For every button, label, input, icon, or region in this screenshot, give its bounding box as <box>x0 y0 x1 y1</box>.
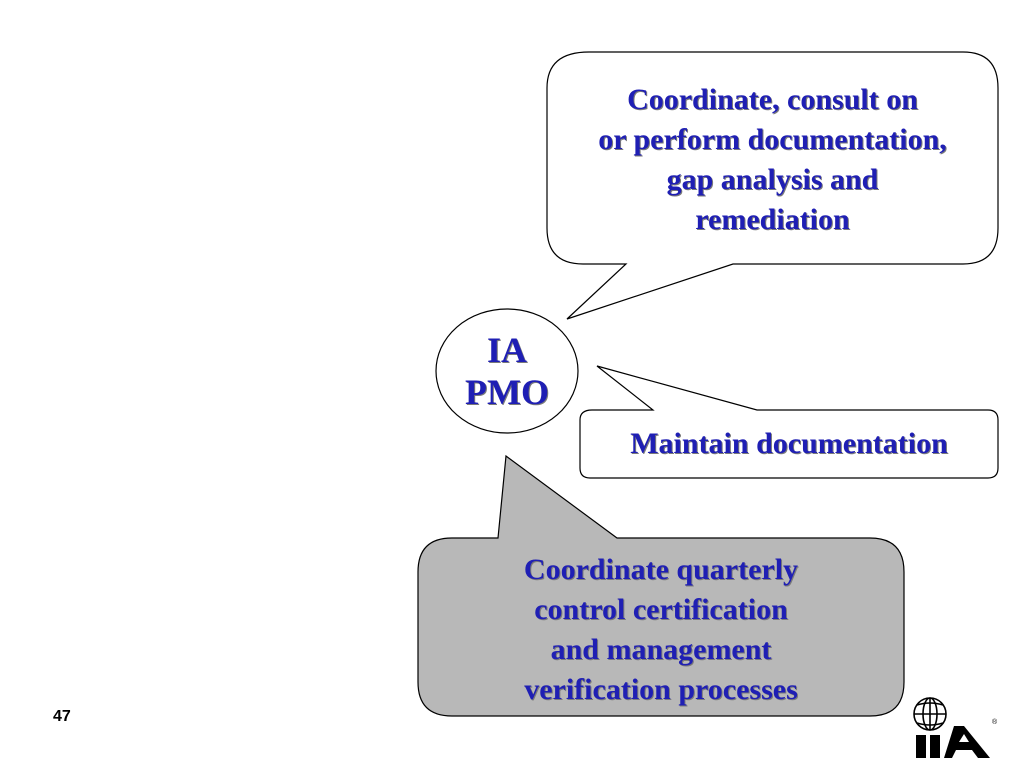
callout-middle-shape <box>579 365 999 479</box>
iia-letters <box>916 726 990 758</box>
node-label-line: IA <box>486 330 527 370</box>
iia-logo-graphic: ® <box>913 697 998 758</box>
callout-bottom-line: verification processes <box>524 673 798 706</box>
callout-top-text: Coordinate, consult on or perform docume… <box>547 80 998 240</box>
callout-bottom-line: Coordinate quarterly <box>523 553 799 586</box>
callout-top-shape <box>546 51 999 320</box>
node-label: IA PMO <box>437 329 577 413</box>
callout-bottom-shape <box>417 454 905 717</box>
callout-middle-text: Maintain documentation <box>580 424 998 464</box>
node-label-line: PMO <box>465 372 549 412</box>
callout-top-line: remediation <box>695 203 850 236</box>
globe-icon <box>913 697 947 731</box>
iia-logo: ® <box>908 690 1000 769</box>
registered-mark: ® <box>992 718 998 726</box>
slide-number: 47 <box>53 708 71 725</box>
node-ellipse <box>435 308 579 434</box>
callout-top-line: gap analysis and <box>666 163 879 196</box>
callout-bottom-line: control certification <box>534 593 788 626</box>
callout-bottom-line: and management <box>550 633 772 666</box>
callout-top-line: or perform documentation, <box>598 123 947 156</box>
callout-top-line: Coordinate, consult on <box>627 83 918 116</box>
callout-bottom-text: Coordinate quarterly control certificati… <box>418 550 904 710</box>
callout-middle-line: Maintain documentation <box>630 427 948 460</box>
